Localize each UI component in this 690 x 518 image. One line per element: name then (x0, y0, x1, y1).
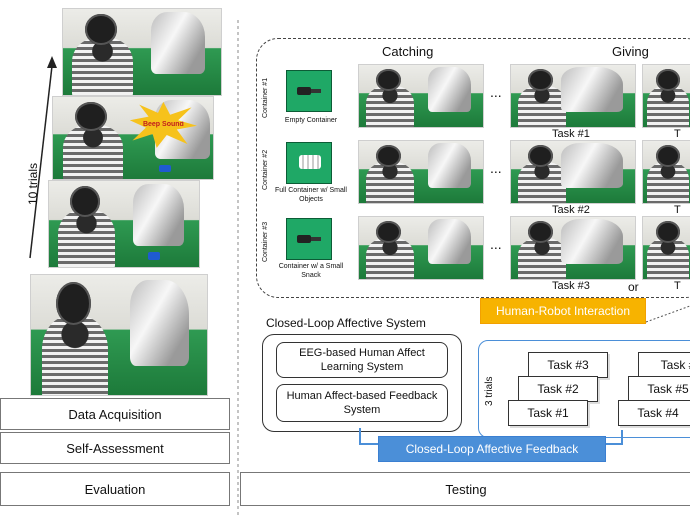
ellipsis-2: ... (490, 160, 502, 176)
testing-box: Testing (240, 472, 690, 506)
container-1-caption: Empty Container (284, 117, 338, 124)
eeg-cap (75, 101, 108, 132)
closed-loop-feedback-box: Closed-Loop Affective Feedback (378, 436, 606, 462)
closed-loop-title: Closed-Loop Affective System (266, 316, 426, 330)
task-1-partial-label: T (674, 128, 681, 140)
participant (41, 315, 109, 395)
full-container-icon (286, 142, 332, 184)
robot-arm (129, 279, 190, 367)
eeg-cap (85, 14, 117, 46)
task-3-partial-label: T (674, 280, 681, 292)
catching-header: Catching (382, 44, 434, 59)
trial-photo-2: Beep Sound (52, 96, 214, 180)
eeg-learning-box: EEG-based Human Affect Learning System (276, 342, 448, 378)
task-scene-panel (256, 38, 690, 298)
or-text: or (628, 280, 639, 294)
container-2-caption: Full Container w/ Small Objects (275, 187, 347, 203)
trial-photo-1 (62, 8, 222, 96)
stack-b-task-4: Task #4 (618, 400, 690, 426)
closed-loop-frame (262, 334, 462, 432)
feedback-system-box: Human Affect-based Feedback System (276, 384, 448, 422)
catching-photo-3 (358, 216, 484, 280)
blue-object (148, 252, 160, 261)
ellipsis-3: ... (490, 236, 502, 252)
blue-object (158, 165, 172, 173)
catching-photo-2 (358, 140, 484, 204)
empty-container-icon (286, 70, 332, 112)
snack-container-icon (286, 218, 332, 260)
giving-photo-2 (510, 140, 636, 204)
eeg-cap (70, 186, 100, 218)
eeg-cap (55, 282, 91, 326)
trial-photo-main (30, 274, 208, 396)
stack-b-task-6: Task # (638, 352, 690, 378)
task-1-label: Task #1 (552, 128, 590, 140)
giving-photo-3b (642, 216, 690, 280)
participant (58, 210, 115, 267)
task-2-partial-label: T (674, 204, 681, 216)
stack-b-task-5: Task #5 (628, 376, 690, 402)
participant (72, 38, 133, 95)
data-acquisition-box: Data Acquisition (0, 398, 230, 430)
beep-sound-text: Beep Sound (142, 120, 184, 128)
participant (62, 124, 124, 179)
giving-photo-3 (510, 216, 636, 280)
task-2-label: Task #2 (552, 204, 590, 216)
human-robot-interaction-box: Human-Robot Interaction (480, 298, 646, 324)
container-3-caption: Container w/ a Small Snack (278, 263, 344, 279)
robot-arm (151, 12, 206, 75)
giving-photo-1 (510, 64, 636, 128)
ellipsis-1: ... (490, 84, 502, 100)
giving-photo-1b (642, 64, 690, 128)
trial-photo-3 (48, 180, 200, 268)
task-3-label: Task #3 (552, 280, 590, 292)
stack-a-task-1: Task #1 (508, 400, 588, 426)
self-assessment-box: Self-Assessment (0, 432, 230, 464)
giving-photo-2b (642, 140, 690, 204)
evaluation-box: Evaluation (0, 472, 230, 506)
robot-arm (133, 184, 184, 247)
giving-header: Giving (612, 44, 649, 59)
catching-photo-1 (358, 64, 484, 128)
